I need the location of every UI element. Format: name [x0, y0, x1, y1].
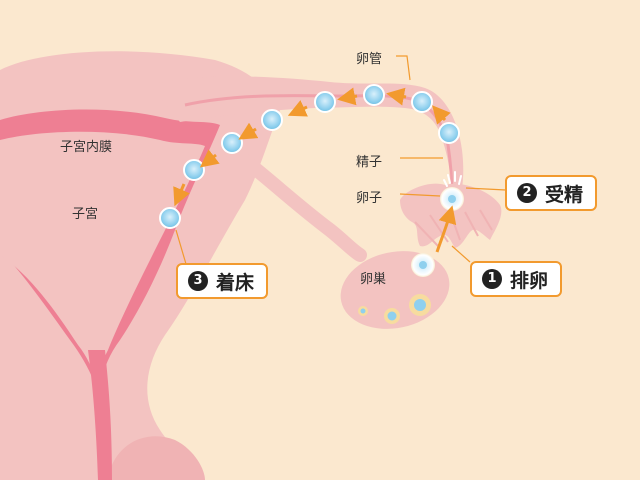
embryo-cells [159, 84, 460, 229]
embryo-cell [221, 132, 243, 154]
leader-lines [175, 55, 507, 265]
ovulation-arrow [435, 205, 457, 253]
callout-fertilization-text: 受精 [545, 183, 584, 206]
oviduct-tube [150, 76, 464, 200]
cervical-canal [88, 350, 112, 480]
embryo-cell [183, 159, 205, 181]
uterine-cavity [0, 131, 205, 392]
embryo-cell [363, 84, 385, 106]
embryo-cell [438, 122, 460, 144]
sperm-marks [443, 171, 462, 187]
label-ovary: 卵巣 [360, 272, 387, 287]
step-number-2: 2 [517, 183, 537, 203]
migration-arrows [173, 87, 451, 207]
ovarian-ligament [223, 143, 367, 262]
embryo-cell [314, 91, 336, 113]
callout-implantation: 3 着床 [176, 263, 269, 299]
label-oviduct: 卵管 [356, 52, 383, 67]
cervix [105, 436, 205, 480]
callout-fertilization: 2 受精 [505, 175, 598, 211]
embryo-cell [261, 109, 283, 131]
label-ovum: 卵子 [356, 191, 383, 206]
label-endometrium: 子宮内膜 [60, 140, 113, 155]
callout-ovulation: 1 排卵 [470, 261, 563, 297]
implanting-embryo [159, 207, 181, 229]
embryo-cell [411, 91, 433, 113]
step-number-3: 3 [188, 271, 208, 291]
label-sperm: 精子 [356, 155, 383, 170]
callout-ovulation-text: 排卵 [510, 269, 549, 292]
step-number-1: 1 [482, 269, 502, 289]
callout-implantation-text: 着床 [216, 271, 255, 294]
label-uterus: 子宮 [72, 207, 99, 222]
